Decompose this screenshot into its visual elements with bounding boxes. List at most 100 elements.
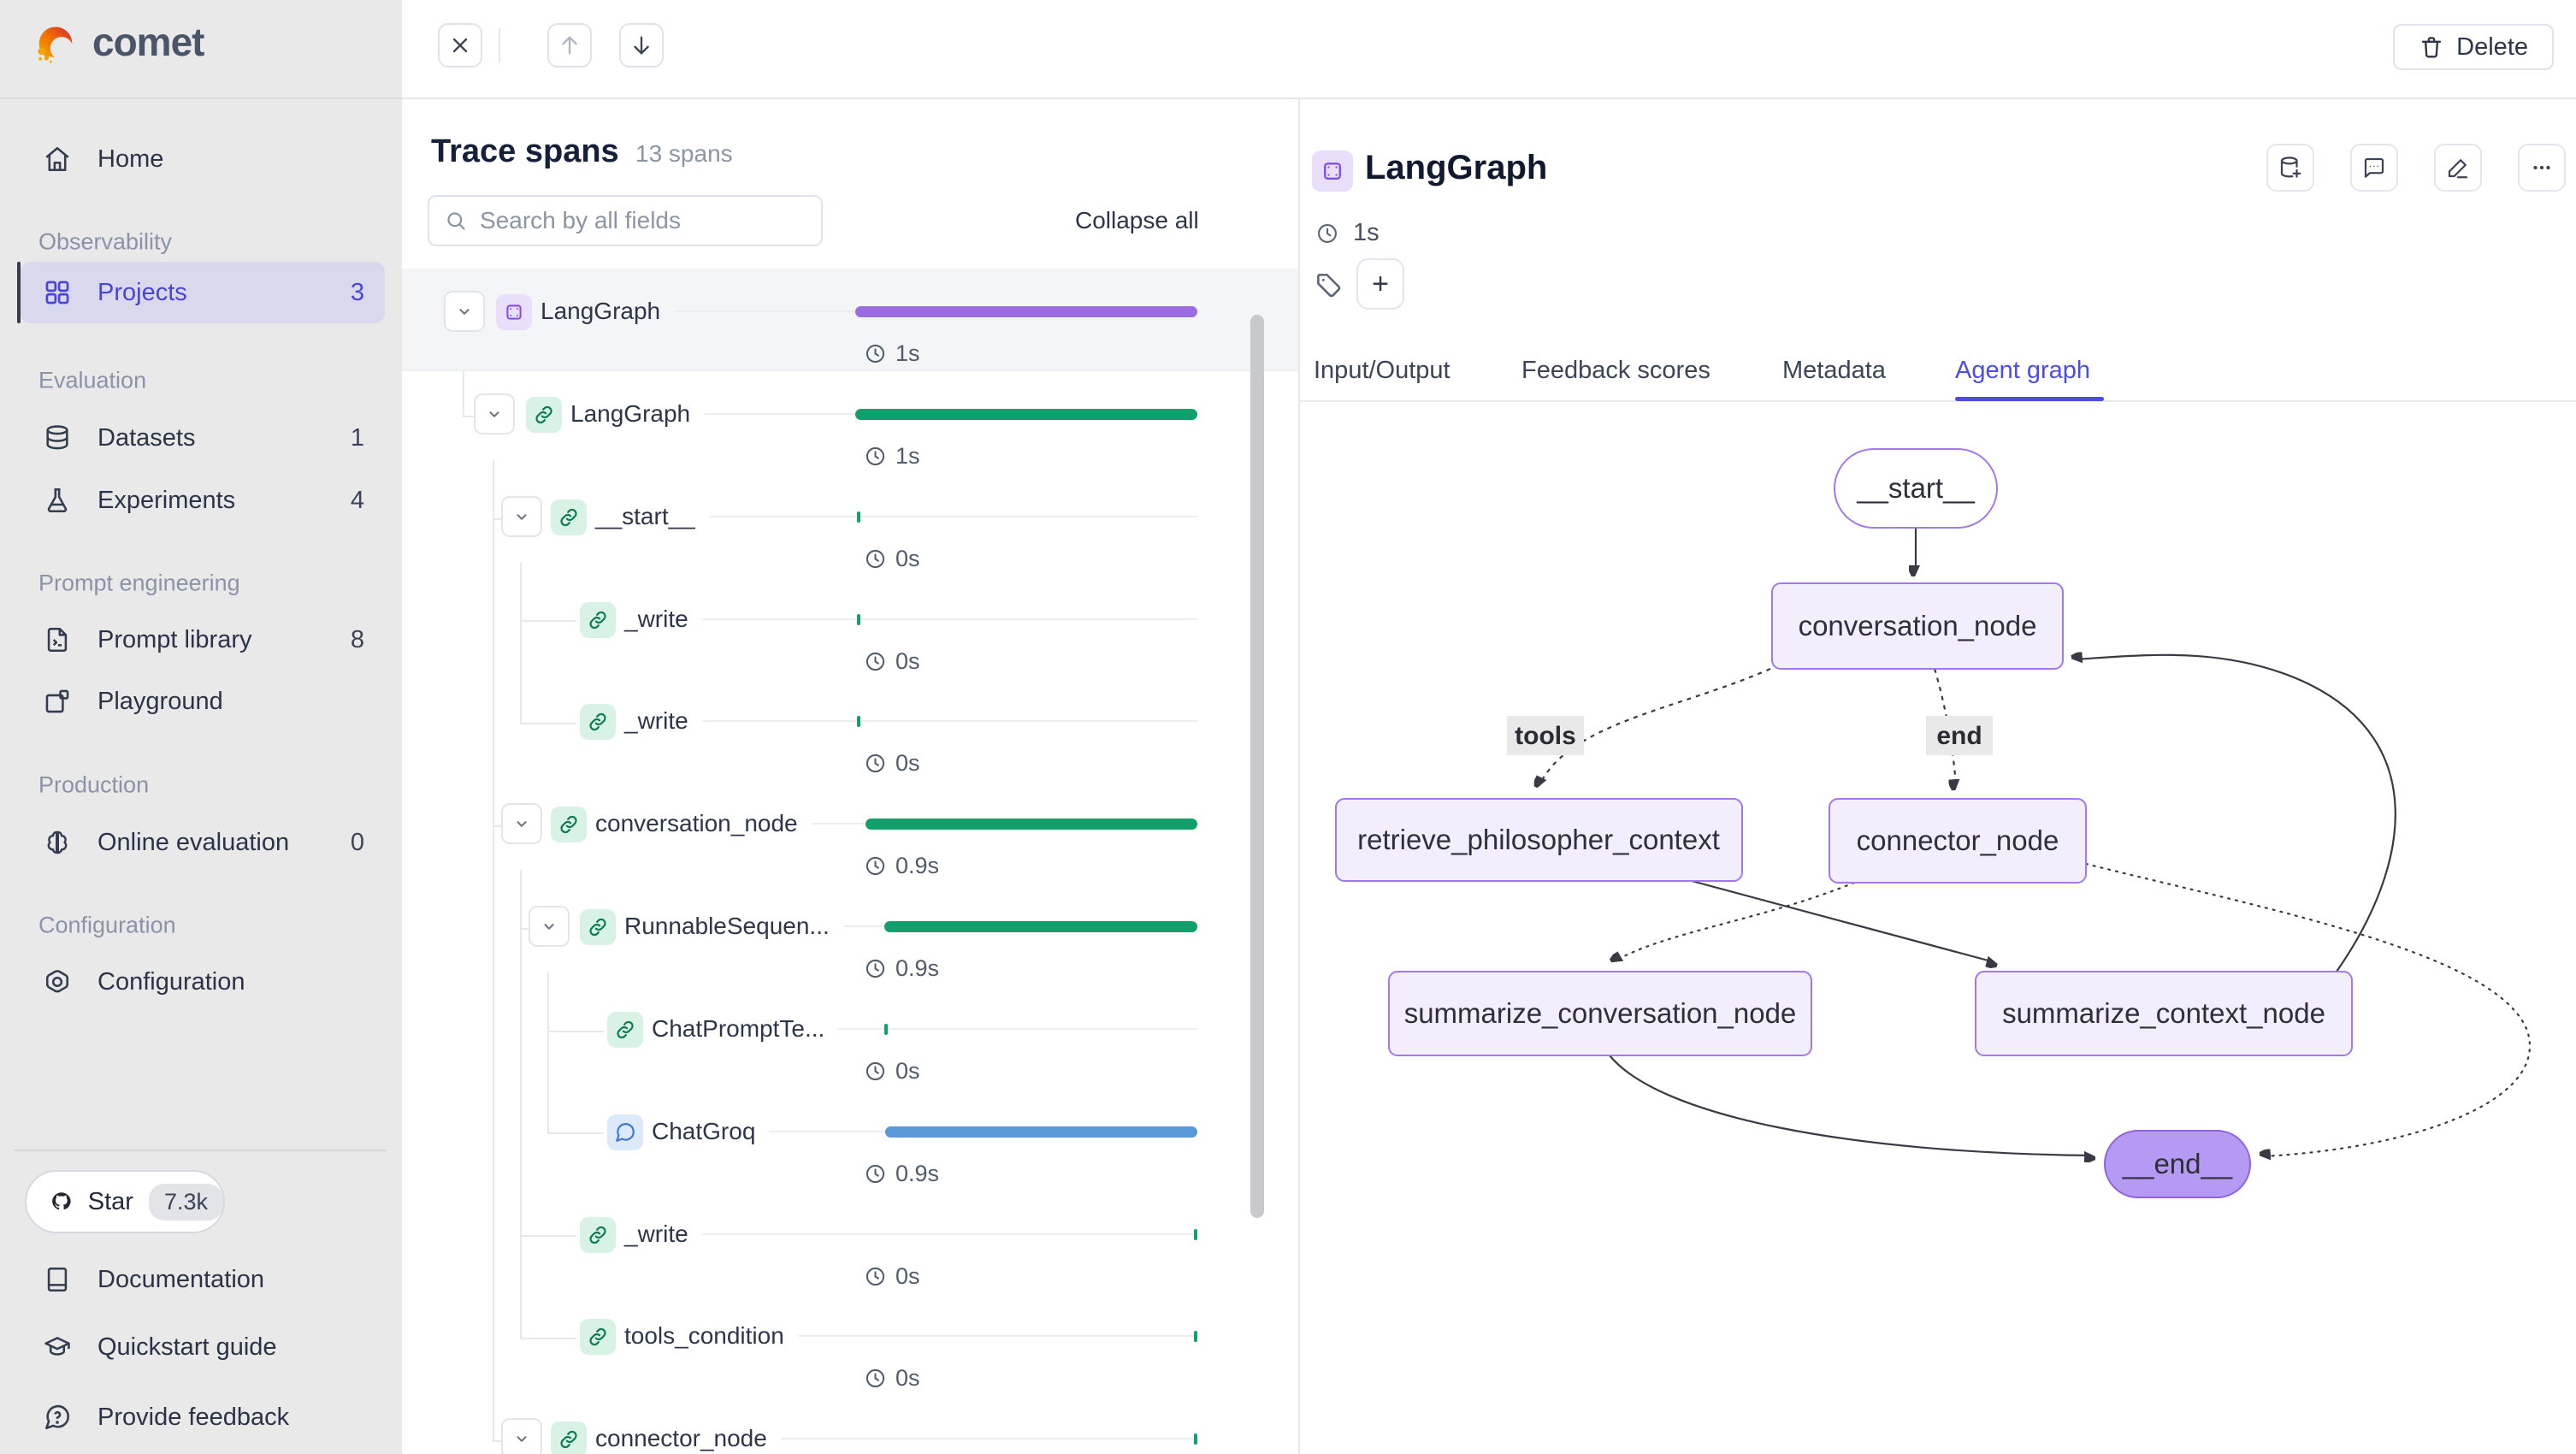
timeline-bar [857, 511, 860, 523]
span-name: _write [624, 606, 688, 632]
graph-node-connector[interactable]: connector_node [1829, 798, 2087, 884]
timeline-bar [1194, 1433, 1197, 1445]
home-icon [43, 145, 72, 174]
sidebar-item-label: Configuration [97, 967, 245, 996]
sidebar-item-experiments[interactable]: Experiments 4 [21, 470, 385, 531]
more-options-button[interactable] [2518, 144, 2566, 192]
chain-icon [580, 602, 616, 638]
sidebar-item-projects[interactable]: Projects 3 [21, 262, 385, 323]
clock-icon [866, 856, 885, 876]
clock-icon [866, 549, 885, 569]
span-duration: 0s [864, 1263, 920, 1290]
timeline-track [838, 1028, 1197, 1030]
close-button[interactable] [438, 23, 482, 68]
trace-title: LangGraph [1365, 149, 1548, 186]
timeline-track [780, 1438, 1197, 1439]
sidebar-item-datasets[interactable]: Datasets 1 [21, 407, 385, 469]
chevron-down-icon[interactable] [474, 393, 515, 434]
edit-button[interactable] [2434, 144, 2482, 192]
chain-icon [551, 807, 587, 842]
trace-span-row[interactable]: _write 0s [402, 1191, 1298, 1294]
timeline-bar [884, 1024, 888, 1035]
top-toolbar: Delete [402, 0, 2576, 99]
github-star-button[interactable]: Star 7.3k [25, 1170, 225, 1233]
trace-span-row[interactable]: ChatGroq 0.9s [402, 1089, 1298, 1191]
edge-connector-to-summarize-conversation [1615, 881, 1856, 961]
edge-label-end-bg [1926, 716, 1993, 755]
sidebar-item-provide-feedback[interactable]: Provide feedback [21, 1386, 385, 1448]
trace-span-row[interactable]: connector_node 0s [402, 1396, 1298, 1454]
active-tab-underline [1955, 397, 2104, 401]
chevron-down-icon[interactable] [501, 1418, 542, 1454]
trace-span-row[interactable]: RunnableSequen... 0.9s [402, 884, 1298, 986]
section-header-evaluation: Evaluation [38, 367, 147, 393]
trace-span-row[interactable]: ChatPromptTe... 0s [402, 986, 1298, 1089]
graph-node-retrieve-philosopher-context[interactable]: retrieve_philosopher_context [1335, 798, 1743, 882]
clock-icon [866, 446, 885, 466]
previous-trace-button[interactable] [547, 23, 592, 68]
sidebar-item-count: 8 [350, 625, 364, 653]
search-box[interactable] [428, 195, 823, 246]
sidebar-item-label: Documentation [97, 1265, 265, 1293]
gear-icon [43, 967, 72, 996]
sidebar-item-playground[interactable]: Playground [21, 671, 385, 732]
tree-line [547, 1031, 604, 1032]
span-duration: 0s [864, 1365, 920, 1392]
timeline-bar [855, 409, 1197, 420]
sidebar-header: comet [0, 0, 402, 99]
sidebar-item-home[interactable]: Home [21, 128, 385, 190]
section-header-observability: Observability [38, 228, 173, 255]
graduation-cap-icon [43, 1333, 72, 1362]
span-duration: 0.9s [864, 853, 939, 879]
next-trace-button[interactable] [619, 23, 664, 68]
trace-span-row[interactable]: LangGraph 1s [402, 371, 1298, 474]
trace-span-row[interactable]: _write 0s [402, 576, 1298, 679]
sidebar-item-online-evaluation[interactable]: Online evaluation 0 [21, 812, 385, 873]
scrollbar-thumb[interactable] [1250, 315, 1264, 1218]
delete-button[interactable]: Delete [2393, 24, 2554, 70]
graph-node-summarize-conversation[interactable]: summarize_conversation_node [1388, 971, 1812, 1056]
span-duration: 0.9s [864, 1161, 939, 1187]
span-duration: 1s [864, 340, 920, 367]
trace-detail-panel: LangGraph 1s + Input/Output Feedback sco… [1300, 99, 2576, 1454]
span-duration: 0s [864, 546, 920, 572]
span-name: __start__ [595, 503, 695, 529]
svg-text:retrieve_philosopher_context: retrieve_philosopher_context [1357, 824, 1720, 855]
trace-span-row[interactable]: conversation_node 0.9s [402, 781, 1298, 884]
trace-span-row[interactable]: LangGraph 1s [402, 269, 1298, 371]
sidebar-divider [14, 1150, 387, 1151]
chevron-down-icon[interactable] [444, 291, 485, 332]
chevron-down-icon[interactable] [501, 496, 542, 537]
tab-input-output[interactable]: Input/Output [1314, 356, 1450, 384]
span-name: tools_condition [624, 1322, 784, 1349]
comment-button[interactable] [2350, 144, 2398, 192]
section-header-configuration: Configuration [38, 912, 176, 938]
edge-label-tools-bg [1507, 716, 1584, 755]
span-name: ChatPromptTe... [652, 1015, 825, 1042]
svg-text:connector_node: connector_node [1857, 825, 2059, 856]
chevron-down-icon[interactable] [529, 906, 570, 947]
graph-node-summarize-context[interactable]: summarize_context_node [1975, 971, 2353, 1056]
add-tag-button[interactable]: + [1356, 258, 1404, 310]
collapse-all-button[interactable]: Collapse all [1075, 207, 1199, 233]
tab-metadata[interactable]: Metadata [1782, 356, 1886, 384]
tab-agent-graph[interactable]: Agent graph [1955, 356, 2091, 384]
span-count: 13 spans [635, 140, 733, 167]
graph-node-start[interactable]: __start__ [1834, 448, 1998, 529]
trace-span-row[interactable]: __start__ 0s [402, 474, 1298, 576]
sidebar-item-prompt-library[interactable]: Prompt library 8 [21, 609, 385, 671]
trace-duration: 1s [1315, 219, 1380, 247]
add-to-dataset-button[interactable] [2266, 144, 2314, 192]
sidebar-item-configuration[interactable]: Configuration [21, 951, 385, 1013]
comet-logo[interactable]: comet [31, 17, 204, 67]
trace-span-row[interactable]: tools_condition 0s [402, 1293, 1298, 1396]
search-input[interactable] [480, 207, 788, 234]
sidebar-item-quickstart-guide[interactable]: Quickstart guide [21, 1316, 385, 1378]
edit-icon [2448, 159, 2468, 179]
tab-feedback-scores[interactable]: Feedback scores [1521, 356, 1710, 384]
chevron-down-icon[interactable] [501, 803, 542, 844]
sidebar-item-documentation[interactable]: Documentation [21, 1249, 385, 1310]
graph-node-conversation[interactable]: conversation_node [1771, 582, 2064, 670]
trace-span-row[interactable]: _write 0s [402, 678, 1298, 781]
graph-node-end[interactable]: __end__ [2104, 1130, 2251, 1198]
